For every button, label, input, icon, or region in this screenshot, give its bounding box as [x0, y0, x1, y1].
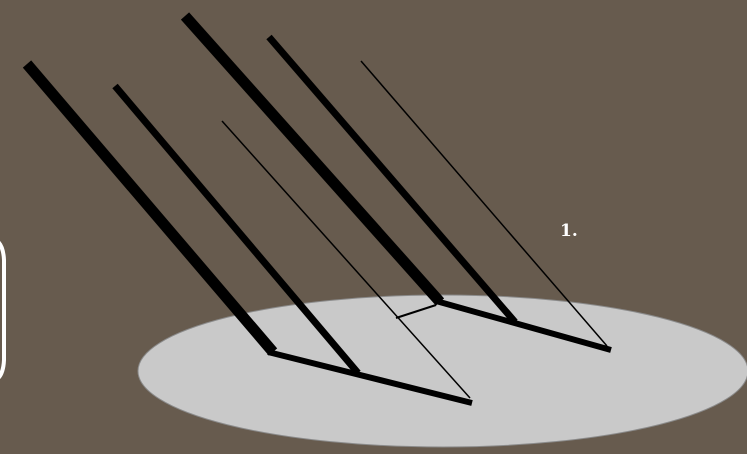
ray-5-medium: [269, 37, 515, 322]
ray-4-thick: [185, 16, 440, 302]
left-edge-shape: [0, 238, 4, 382]
diagram-label: 1.: [560, 221, 578, 241]
surface-ellipse: [138, 295, 747, 447]
ray-1-thick: [27, 64, 273, 352]
